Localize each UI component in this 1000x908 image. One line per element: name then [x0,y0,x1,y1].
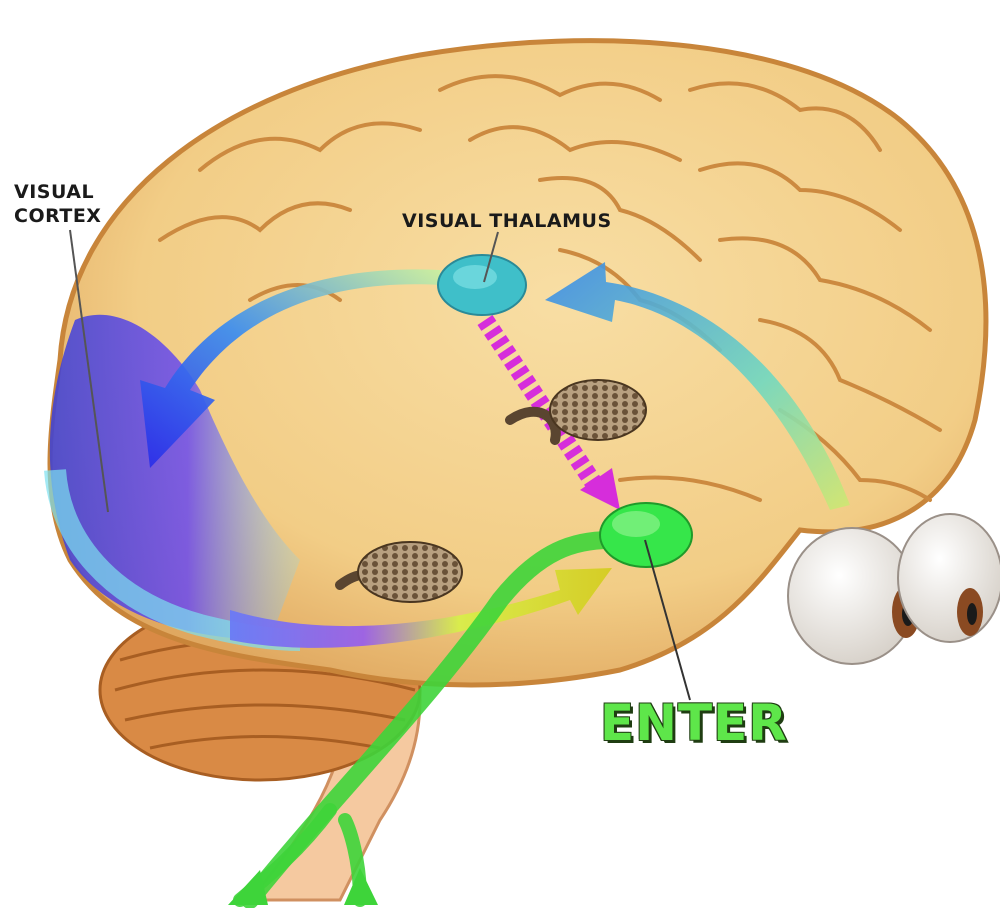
visual-cortex-label-line1: VISUAL [14,180,101,204]
visual-cortex-label-line2: CORTEX [14,204,101,228]
enter-label: ENTER [600,694,788,752]
visual-thalamus-label: VISUAL THALAMUS [402,210,612,232]
visual-cortex-label: VISUAL CORTEX [14,180,101,228]
eyeball-icon [898,514,1000,642]
